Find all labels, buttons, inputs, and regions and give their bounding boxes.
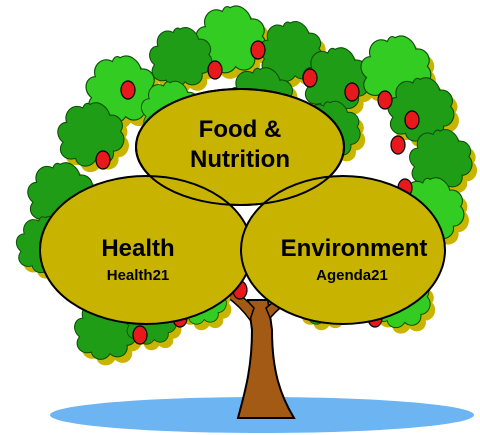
venn-circles xyxy=(39,88,446,325)
apple-icon xyxy=(344,82,360,102)
label-health: Health xyxy=(101,235,174,262)
circle-environment xyxy=(240,175,446,325)
apple-icon xyxy=(390,135,406,155)
label-agenda21: Agenda21 xyxy=(316,267,388,284)
tree-trunk xyxy=(236,299,296,419)
apple-icon xyxy=(120,80,136,100)
apple-icon xyxy=(132,325,148,345)
label-food-line2: Nutrition xyxy=(190,146,290,173)
apple-icon xyxy=(377,90,393,110)
apple-icon xyxy=(95,150,111,170)
apple-icon xyxy=(207,60,223,80)
apple-icon xyxy=(404,110,420,130)
label-health21: Health21 xyxy=(107,267,170,284)
label-food-line1: Food & xyxy=(199,116,282,143)
label-environment: Environment xyxy=(281,235,428,262)
apple-icon xyxy=(302,68,318,88)
circle-food-nutrition-outline xyxy=(135,88,345,206)
apple-icon xyxy=(250,40,266,60)
